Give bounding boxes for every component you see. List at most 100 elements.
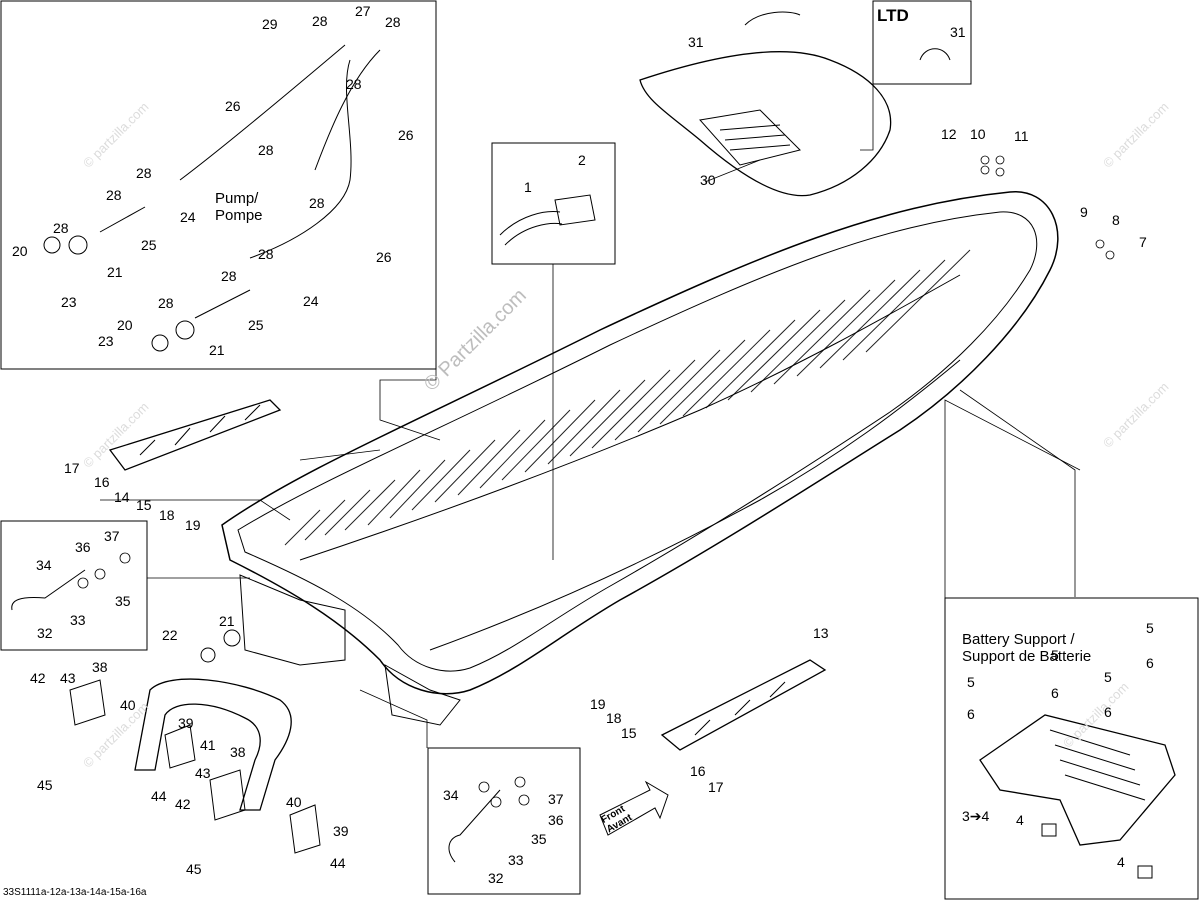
plate-39b — [289, 804, 321, 854]
callout-6: 6 — [1051, 685, 1059, 701]
callout-45: 45 — [186, 861, 202, 877]
callout-33: 33 — [70, 612, 86, 628]
battery-support — [979, 714, 1176, 846]
callout-42: 42 — [30, 670, 46, 686]
callout-39: 39 — [333, 823, 349, 839]
drawing-code: 33S1111a-12a-13a-14a-15a-16a — [3, 887, 147, 898]
fitting-20b — [151, 334, 169, 352]
ltd-cable — [919, 48, 951, 61]
callout-23: 23 — [61, 294, 77, 310]
callout-28: 28 — [158, 295, 174, 311]
callout-5: 5 — [1104, 669, 1112, 685]
callout-32: 32 — [488, 870, 504, 886]
callout-25: 25 — [141, 237, 157, 253]
callout-43: 43 — [60, 670, 76, 686]
callout-5: 5 — [1146, 620, 1154, 636]
callout-28: 28 — [258, 142, 274, 158]
callout-24: 24 — [180, 209, 196, 225]
callout-41: 41 — [200, 737, 216, 753]
callout-33: 33 — [508, 852, 524, 868]
callout-28: 28 — [53, 220, 69, 236]
callout-15: 15 — [621, 725, 637, 741]
callout-10: 10 — [970, 126, 986, 142]
battery-label-line1: Battery Support / — [962, 631, 1075, 648]
callout-44: 44 — [330, 855, 346, 871]
handle-bracket-left — [69, 679, 106, 726]
callout-20: 20 — [12, 243, 28, 259]
callout-21: 21 — [107, 264, 123, 280]
hose-25a — [99, 206, 146, 233]
battery-label-line2: Support de Batterie — [962, 648, 1092, 665]
callout-27: 27 — [355, 3, 371, 19]
cable-32b — [448, 789, 501, 863]
callout-12: 12 — [941, 126, 957, 142]
callout-1: 1 — [524, 179, 532, 195]
hose-25b — [194, 289, 251, 319]
callout-3-to-4: 3➔4 — [962, 808, 990, 824]
pump-label-line1: Pump/ — [215, 190, 259, 207]
callout-5: 5 — [1051, 647, 1059, 663]
wear-rail-right — [660, 659, 827, 751]
callout-39: 39 — [178, 715, 194, 731]
callout-4: 4 — [1016, 812, 1024, 828]
callout-17: 17 — [64, 460, 80, 476]
callout-31: 31 — [688, 34, 704, 50]
callout-8: 8 — [1112, 212, 1120, 228]
ltd-inset-frame — [872, 0, 972, 85]
callout-22: 22 — [162, 627, 178, 643]
callout-15: 15 — [136, 497, 152, 513]
callout-2: 2 — [578, 152, 586, 168]
hose-inset-frame — [0, 0, 437, 370]
callout-23: 23 — [98, 333, 114, 349]
callout-37: 37 — [104, 528, 120, 544]
callout-45: 45 — [37, 777, 53, 793]
callout-32: 32 — [37, 625, 53, 641]
callout-43: 43 — [195, 765, 211, 781]
callout-28: 28 — [385, 14, 401, 30]
callout-14: 14 — [114, 489, 130, 505]
hull-keel-line — [299, 274, 961, 561]
callout-28: 28 — [309, 195, 325, 211]
fitting-21b — [175, 320, 195, 340]
callout-11: 11 — [1014, 128, 1029, 144]
callout-30: 30 — [700, 172, 716, 188]
battery-pad-a — [1041, 823, 1057, 837]
plate-39a — [164, 724, 196, 769]
callout-28: 28 — [221, 268, 237, 284]
callout-35: 35 — [115, 593, 131, 609]
callout-20: 20 — [117, 317, 133, 333]
cable-inset-frame — [0, 520, 148, 651]
callout-5: 5 — [967, 674, 975, 690]
callout-6: 6 — [1104, 704, 1112, 720]
ltd-label: LTD — [877, 6, 909, 25]
callout-16: 16 — [690, 763, 706, 779]
callout-4: 4 — [1117, 854, 1125, 870]
callout-44: 44 — [151, 788, 167, 804]
callout-38: 38 — [230, 744, 246, 760]
callout-35: 35 — [531, 831, 547, 847]
callout-40: 40 — [286, 794, 302, 810]
hose-26a — [179, 44, 346, 181]
callout-36: 36 — [548, 812, 564, 828]
hull-ribs — [284, 249, 971, 546]
hull-transom — [239, 574, 346, 666]
hull-outline — [221, 191, 1059, 695]
callout-29: 29 — [262, 16, 278, 32]
fitting-21a — [68, 235, 88, 255]
front-arrow-shape — [599, 780, 669, 836]
callout-26: 26 — [376, 249, 392, 265]
callout-28: 28 — [258, 246, 274, 262]
callout-37: 37 — [548, 791, 564, 807]
hull-keel-line-2 — [429, 359, 961, 651]
fitting-20a — [43, 236, 61, 254]
callout-26: 26 — [225, 98, 241, 114]
callout-6: 6 — [1146, 655, 1154, 671]
connector-inset-frame — [491, 142, 616, 265]
pump-label: Pump/ Pompe — [215, 190, 263, 224]
callout-38: 38 — [92, 659, 108, 675]
battery-pad-b — [1137, 865, 1153, 879]
callout-21: 21 — [209, 342, 225, 358]
callout-7: 7 — [1139, 234, 1147, 250]
callout-28: 28 — [346, 76, 362, 92]
